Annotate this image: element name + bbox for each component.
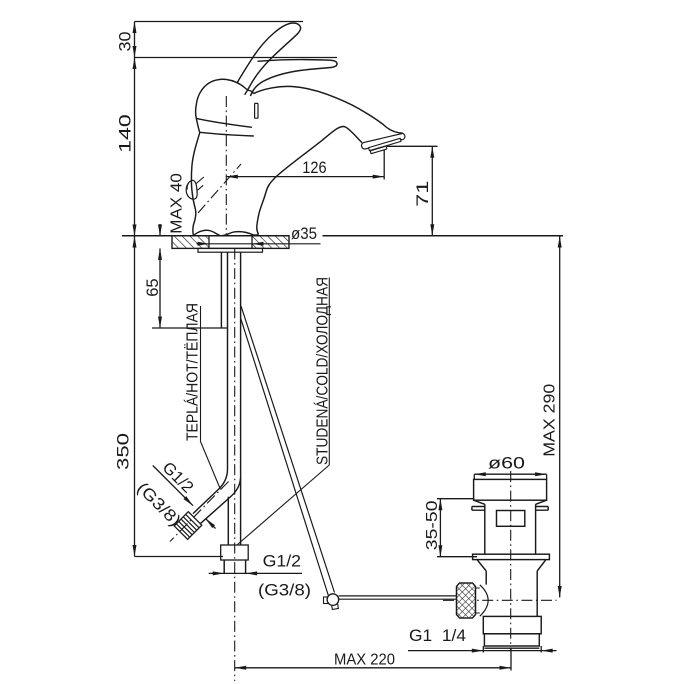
svg-text:(G3/8): (G3/8) <box>258 581 311 600</box>
svg-text:ø35: ø35 <box>291 224 317 243</box>
svg-text:G1 1/4: G1 1/4 <box>409 626 466 645</box>
svg-text:ø60: ø60 <box>488 454 525 473</box>
svg-text:G1/2: G1/2 <box>263 552 301 571</box>
svg-text:71: 71 <box>413 181 432 207</box>
svg-text:65: 65 <box>143 278 162 296</box>
svg-text:MAX 220: MAX 220 <box>334 652 395 669</box>
svg-text:35-50: 35-50 <box>424 500 441 550</box>
svg-text:350: 350 <box>114 433 133 470</box>
svg-text:126: 126 <box>302 158 326 177</box>
svg-text:30: 30 <box>116 32 135 52</box>
svg-text:TEPLÁ/HOT/ТЁПЛАЯ: TEPLÁ/HOT/ТЁПЛАЯ <box>183 303 202 441</box>
svg-text:140: 140 <box>116 114 135 153</box>
svg-text:MAX 290: MAX 290 <box>542 384 559 457</box>
svg-text:MAX 40: MAX 40 <box>168 173 185 234</box>
svg-text:STUDENÁ/COLD/ХОЛОДНАЯ: STUDENÁ/COLD/ХОЛОДНАЯ <box>313 277 332 465</box>
